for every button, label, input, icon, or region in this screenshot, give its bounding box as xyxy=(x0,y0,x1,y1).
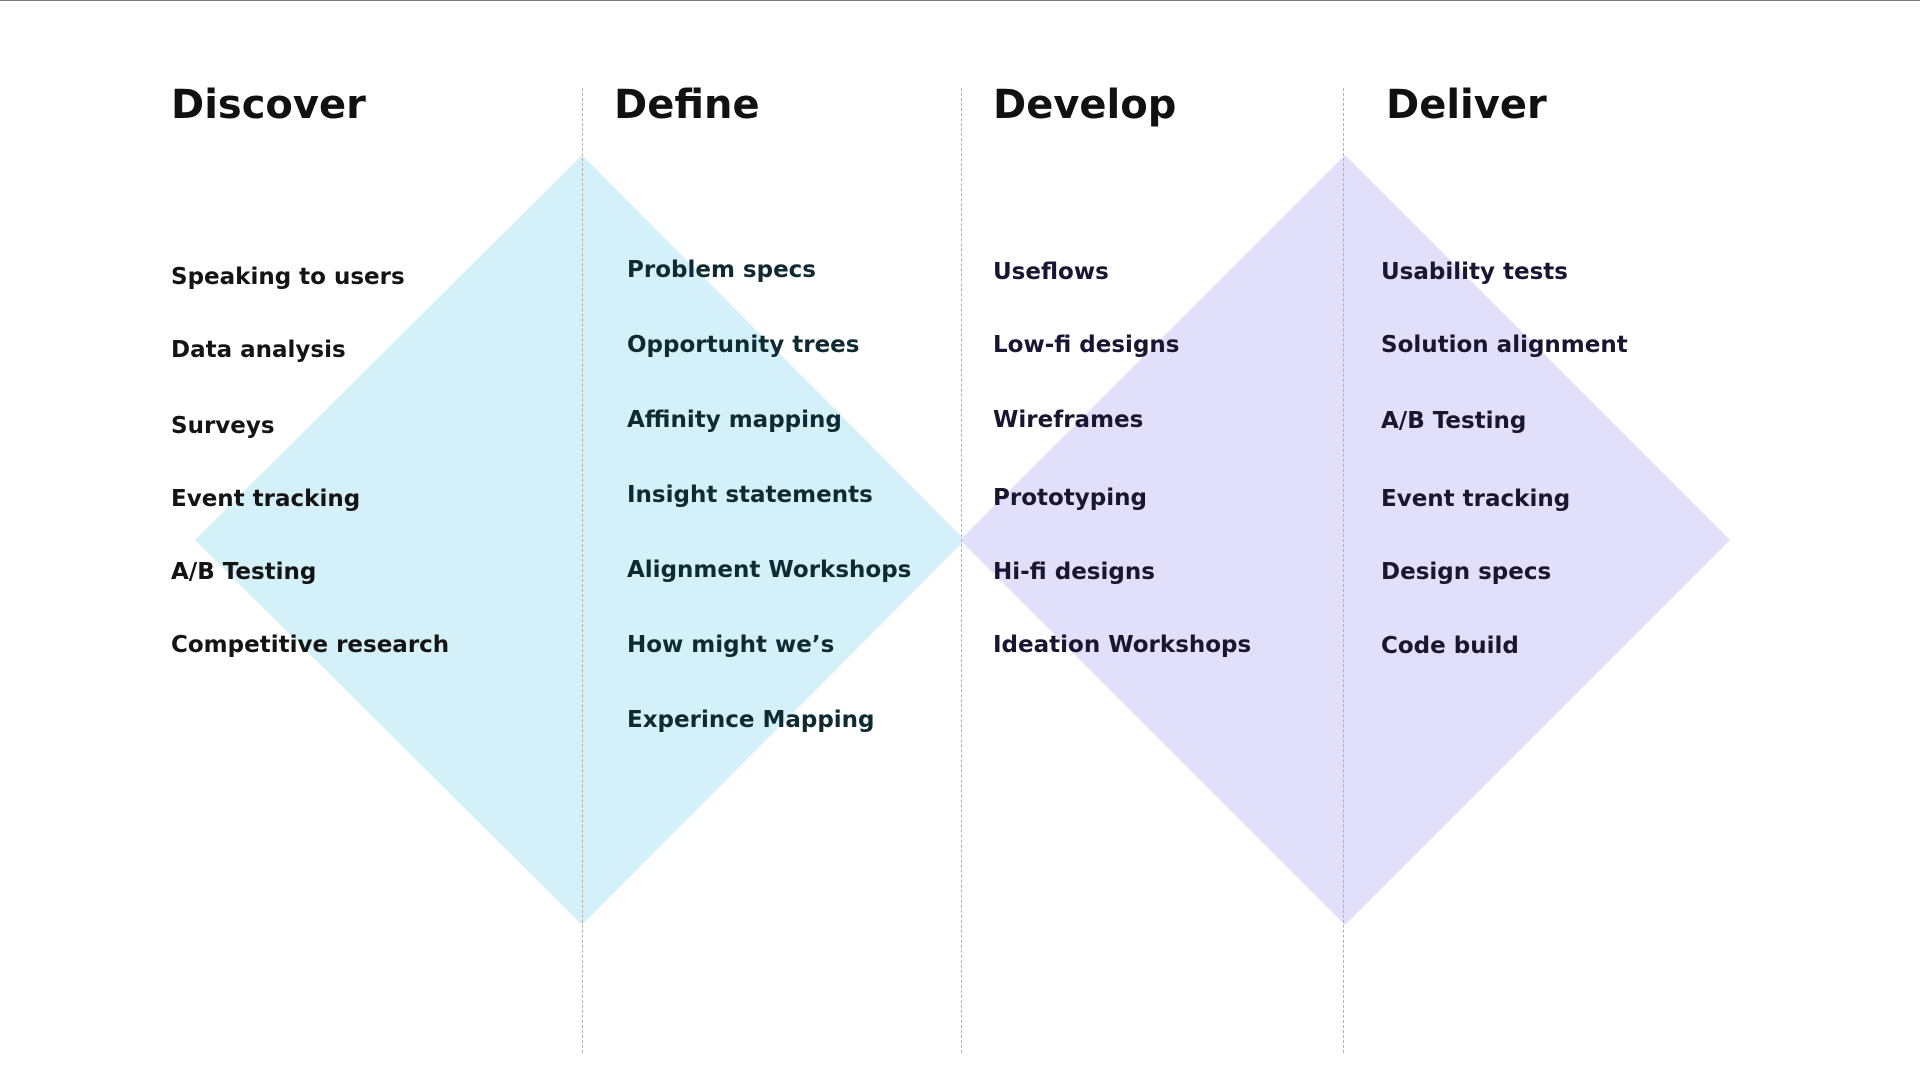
develop-item: Prototyping xyxy=(993,485,1147,511)
discover-item: Competitive research xyxy=(171,632,450,658)
deliver-item: Solution alignment xyxy=(1381,332,1628,358)
develop-item: Low-fi designs xyxy=(993,332,1180,358)
phase-title-develop: Develop xyxy=(993,82,1177,128)
deliver-item: Code build xyxy=(1381,633,1519,659)
define-item: Problem specs xyxy=(627,257,816,283)
phase-title-discover: Discover xyxy=(171,82,366,128)
top-border xyxy=(0,0,1920,1)
discover-item: Event tracking xyxy=(171,486,361,512)
divider-define-develop xyxy=(961,88,962,1053)
phase-title-deliver: Deliver xyxy=(1386,82,1547,128)
develop-item: Hi-fi designs xyxy=(993,559,1155,585)
discover-define-diamond xyxy=(195,155,965,925)
define-item: How might we’s xyxy=(627,632,835,658)
define-item: Insight statements xyxy=(627,482,873,508)
develop-deliver-diamond xyxy=(960,155,1730,925)
discover-item: Speaking to users xyxy=(171,264,405,290)
divider-discover-define xyxy=(582,88,583,1053)
develop-item: Useflows xyxy=(993,259,1109,285)
deliver-item: Usability tests xyxy=(1381,259,1568,285)
deliver-item: Event tracking xyxy=(1381,486,1571,512)
discover-item: A/B Testing xyxy=(171,559,317,585)
develop-item: Ideation Workshops xyxy=(993,632,1252,658)
deliver-item: Design specs xyxy=(1381,559,1552,585)
phase-title-define: Define xyxy=(614,82,760,128)
deliver-item: A/B Testing xyxy=(1381,408,1527,434)
discover-item: Data analysis xyxy=(171,337,346,363)
develop-item: Wireframes xyxy=(993,407,1144,433)
define-item: Affinity mapping xyxy=(627,407,842,433)
discover-item: Surveys xyxy=(171,413,275,439)
define-item: Opportunity trees xyxy=(627,332,860,358)
define-item: Alignment Workshops xyxy=(627,557,912,583)
define-item: Experince Mapping xyxy=(627,707,875,733)
divider-develop-deliver xyxy=(1343,88,1344,1053)
